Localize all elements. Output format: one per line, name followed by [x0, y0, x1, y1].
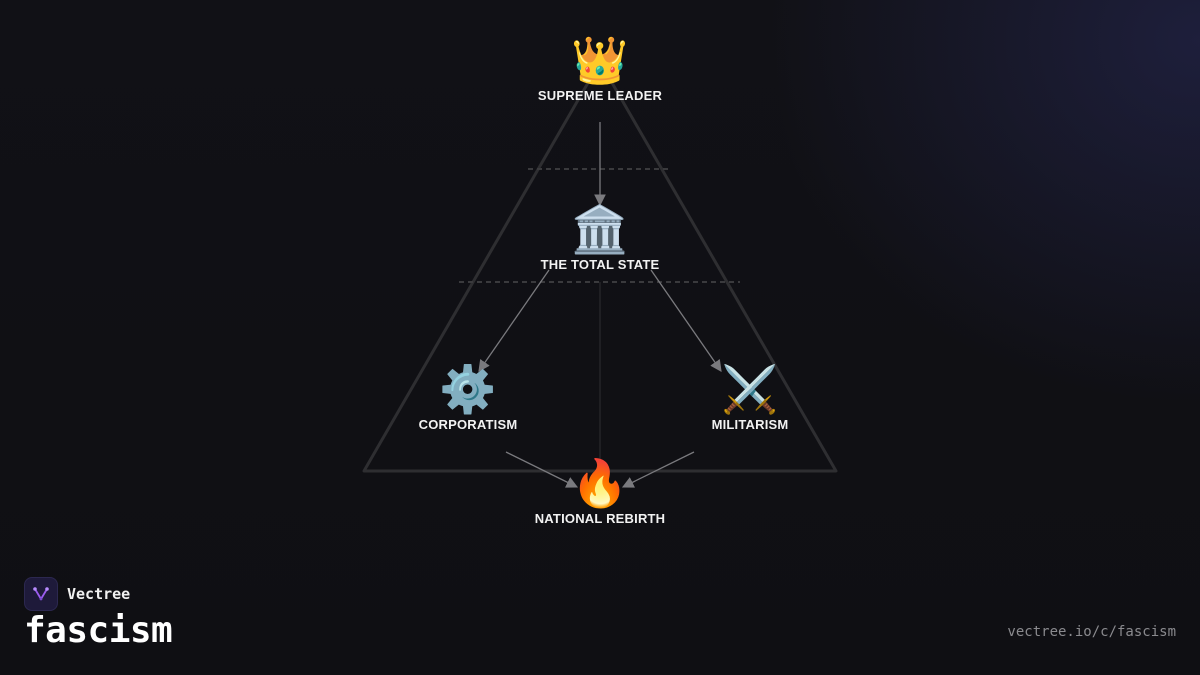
edge-total-state-to-militarism: [650, 269, 722, 372]
edge-total-state-to-corporatism: [478, 269, 550, 372]
node-corporatism: ⚙️ CORPORATISM: [368, 361, 568, 432]
node-militarism: ⚔️ MILITARISM: [650, 361, 850, 432]
node-label: NATIONAL REBIRTH: [534, 511, 666, 526]
node-label: SUPREME LEADER: [537, 88, 663, 103]
node-total-state: 🏛️ THE TOTAL STATE: [500, 201, 700, 272]
brand-name: Vectree: [67, 585, 131, 603]
node-label: MILITARISM: [711, 417, 789, 432]
node-national-rebirth: 🔥 NATIONAL REBIRTH: [500, 455, 700, 526]
crown-icon: 👑: [571, 33, 629, 87]
pyramid-outline: [362, 60, 838, 473]
fire-icon: 🔥: [571, 456, 629, 510]
gear-icon: ⚙️: [439, 362, 497, 416]
topic-url-link[interactable]: vectree.io/c/fascism: [1007, 624, 1176, 640]
crossed-swords-icon: ⚔️: [721, 362, 779, 416]
brand[interactable]: Vectree: [24, 577, 130, 611]
page-title: fascism: [24, 610, 173, 651]
classical-building-icon: 🏛️: [571, 202, 629, 256]
edge-militarism-to-national-rebirth: [621, 451, 695, 488]
vectree-logo-icon: [24, 577, 58, 611]
node-supreme-leader: 👑 SUPREME LEADER: [500, 32, 700, 103]
node-label: CORPORATISM: [418, 417, 518, 432]
node-label: THE TOTAL STATE: [540, 257, 660, 272]
edge-corporatism-to-national-rebirth: [505, 451, 579, 488]
